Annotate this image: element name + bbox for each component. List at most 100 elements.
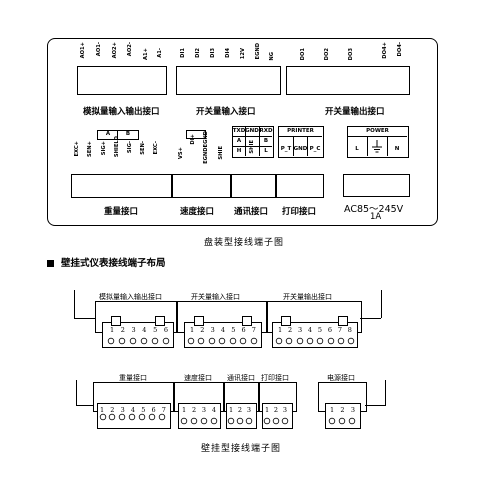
printer-pc: P_C [309,146,321,152]
wall-label-comm: 通讯接口 [227,374,255,382]
wall-din-numbers: 1 2 3 4 5 6 7 [190,326,256,334]
terminal-number: 6 [327,326,332,334]
printer-pt: P_T [280,146,292,152]
terminal-number: 6 [163,326,168,334]
wall-weight-numbers: 1 2 3 4 5 6 7 [100,406,166,414]
wall-label-print: 打印接口 [261,374,289,382]
power-pin-grid [347,126,409,158]
weight-letter-b: B [125,131,131,137]
terminal-number: 3 [131,326,136,334]
power-title: POWER [366,128,389,134]
panel-outline [47,38,438,226]
dout-connector [286,66,410,95]
weight-pin-grid: A B [71,130,167,166]
label-comm: 通讯接口 [234,207,269,217]
comm-connector [230,174,277,198]
weight-letter-a: A [105,131,111,137]
comm-h: H [236,148,242,154]
analog-connector [77,66,167,95]
label-weight: 重量接口 [104,207,139,217]
printer-pin-grid [278,126,324,158]
wall-label-weight: 重量接口 [119,374,147,382]
terminal-number: 1 [100,406,105,414]
terminal-number: 1 [330,406,335,414]
terminal-number: 2 [287,326,293,334]
wall-caption: 壁挂型接线端子图 [201,444,282,454]
terminal-number: 7 [161,406,166,414]
terminal-number: 1 [265,406,270,414]
terminal-number: 7 [251,326,256,334]
terminal-number: 4 [142,326,147,334]
wall-dout-numbers: 1 2 3 4 5 6 7 8 [278,326,352,334]
din-connector [176,66,281,95]
comm-rxd: RXD [259,128,273,134]
comm-l: L [264,148,268,154]
terminal-number: 4 [130,406,136,414]
terminal-number: 1 [278,326,283,334]
terminal-number: 1 [110,326,115,334]
section-title: 壁挂式仪表接线端子布局 [61,258,166,269]
terminal-number: 6 [151,406,156,414]
printer-title: PRINTER [287,128,314,134]
terminal-number: 4 [220,326,226,334]
terminal-number: 4 [307,326,313,334]
terminal-number: 2 [273,406,279,414]
terminal-number: 3 [282,406,287,414]
wall-label-din: 开关量输入接口 [191,293,240,301]
wall-print-numbers: 1 2 3 [265,406,287,414]
terminal-number: 2 [110,406,115,414]
label-din: 开关量输入接口 [196,107,256,117]
terminal-number: 5 [141,406,146,414]
wall-power-numbers: 1 2 3 [330,406,355,414]
label-speed: 速度接口 [180,207,215,217]
terminal-number: 3 [297,326,303,334]
ground-icon [372,140,382,153]
label-dout: 开关量输出接口 [325,107,385,117]
label-power-current: 1A [370,212,382,222]
speed-connector [171,174,232,198]
terminal-number: 3 [246,406,251,414]
terminal-number: 3 [210,326,215,334]
label-print: 打印接口 [282,207,317,217]
wall-analog-numbers: 1 2 3 4 5 6 [110,326,168,334]
wall-speed-numbers: 1 2 3 4 [182,406,216,414]
terminal-number: 4 [211,406,216,414]
terminal-number: 8 [347,326,352,334]
terminal-number: 2 [237,406,243,414]
comm-letter-a: A [236,138,242,144]
terminal-number: 1 [229,406,234,414]
wall-comm-numbers: 1 2 3 [229,406,251,414]
comm-gnd: GND [245,128,259,134]
printer-gnd: GND [293,146,308,152]
terminal-number: 3 [120,406,125,414]
terminal-number: 2 [191,406,197,414]
terminal-number: 2 [120,326,125,334]
bullet-square [47,260,54,267]
terminal-number: 5 [231,326,236,334]
terminal-number: 2 [200,326,205,334]
terminal-number: 3 [350,406,355,414]
label-analog-io: 模拟量输入输出接口 [83,107,160,117]
terminal-number: 1 [190,326,195,334]
wall-label-speed: 速度接口 [184,374,212,382]
terminal-number: 5 [153,326,158,334]
label-power-voltage: AC85～245V [344,204,404,215]
power-l: L [355,146,359,152]
wall-label-power: 电源接口 [327,374,355,382]
wall-label-analog: 模拟量输入输出接口 [99,293,162,301]
terminal-number: 1 [182,406,187,414]
weight-connector [71,174,173,198]
panel-caption: 盘装型接线端子图 [204,238,285,248]
terminal-number: 6 [241,326,246,334]
terminal-number: 3 [201,406,207,414]
print-connector [275,174,324,198]
comm-txd: TXD [232,128,246,134]
comm-pin-grid [232,126,274,158]
terminal-number: 2 [340,406,345,414]
speed-pin-box [186,130,206,139]
comm-letter-b: B [263,138,269,144]
power-connector [343,174,410,197]
power-n: N [394,146,400,152]
terminal-number: 7 [337,326,342,334]
